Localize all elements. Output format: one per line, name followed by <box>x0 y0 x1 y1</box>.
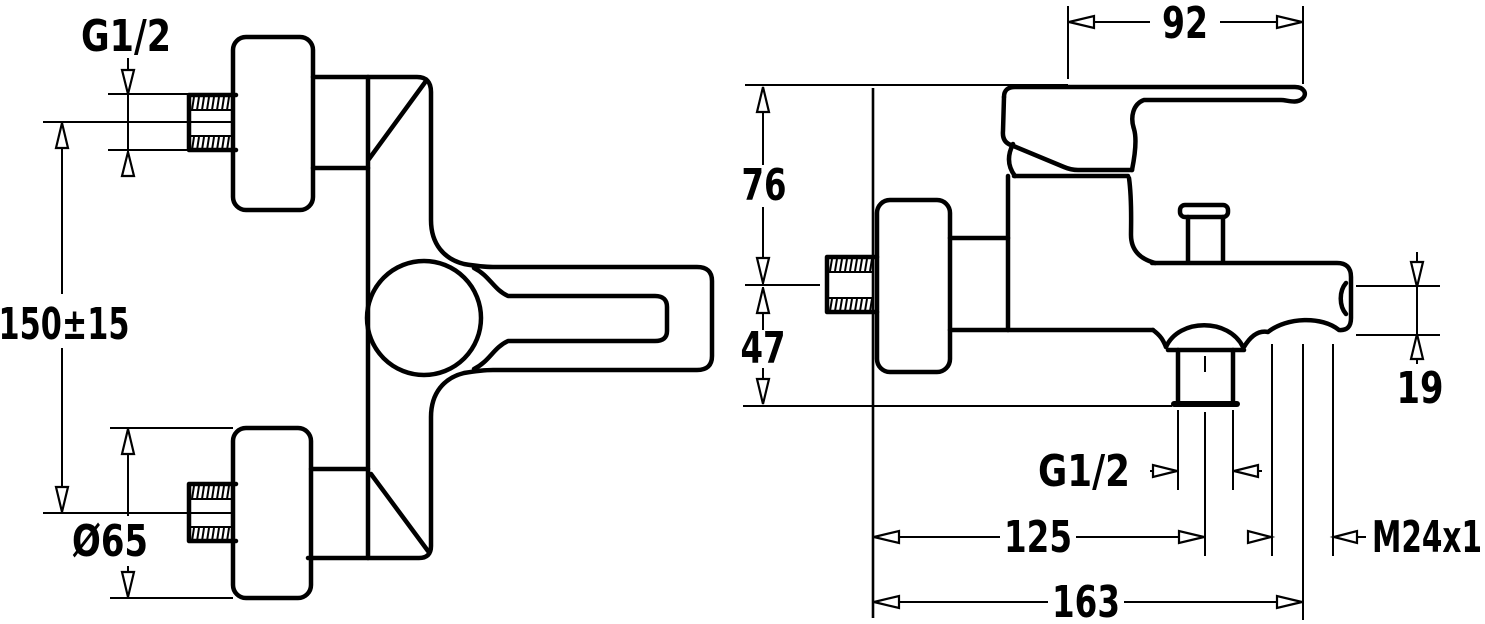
dim-upper-height: 76 <box>742 86 787 284</box>
side-nipple-outline <box>824 254 880 315</box>
extension-line <box>1067 6 1304 84</box>
cartridge-dome-edge <box>1006 141 1018 179</box>
dim-label-handle-depth: 92 <box>1162 0 1208 49</box>
lever-grip <box>1000 94 1135 173</box>
dimension-tick <box>43 121 233 514</box>
side-nipple-thread-hatch-bottom <box>829 298 873 312</box>
extension-line <box>1177 410 1234 490</box>
arrowhead <box>54 122 70 150</box>
arrowhead <box>1246 529 1276 545</box>
arrowhead <box>1151 463 1178 479</box>
arrowhead <box>1068 14 1096 30</box>
dim-label-lower-height: 47 <box>741 323 786 374</box>
dim-aerator-thread: M24x1 <box>1246 344 1482 563</box>
arrowhead <box>755 377 771 405</box>
arrowhead <box>1233 463 1260 479</box>
lower-escutcheon <box>230 425 314 601</box>
side-view: 92 76 47 19 <box>741 0 1483 624</box>
arrowhead <box>1329 529 1359 545</box>
dim-lower-height: 47 <box>741 287 786 405</box>
dim-label-inlet-spacing: 150±15 <box>0 299 130 350</box>
arrowhead <box>1275 594 1303 610</box>
upper-nipple-thread-hatch-top <box>191 96 235 111</box>
side-body-right-to-spout <box>1126 175 1158 266</box>
port-left-flare <box>1150 327 1169 350</box>
cartridge-circle <box>364 258 484 378</box>
arrowhead <box>755 86 771 114</box>
dim-label-outlet-offset: 125 <box>1004 512 1072 563</box>
arrowhead <box>1275 14 1303 30</box>
spout-outline <box>1149 260 1354 350</box>
dim-escutcheon-diameter: Ø65 <box>72 427 233 599</box>
arrowhead <box>1409 333 1425 361</box>
dim-label-inlet-thread: G1/2 <box>81 11 171 62</box>
diverter-knob-stem <box>1185 214 1226 264</box>
dimension-tick <box>108 93 188 151</box>
body-handle-outline-upper <box>305 74 715 561</box>
arrowhead <box>54 485 70 513</box>
dim-outlet-offset: 125 <box>873 512 1205 563</box>
spout-tip-crescent <box>1338 280 1349 317</box>
arrowhead <box>1409 260 1425 288</box>
dim-label-outlet-thread: G1/2 <box>1038 446 1130 497</box>
diverter-knob-cap <box>1177 202 1231 220</box>
lower-nipple-thread-hatch-bottom <box>191 527 235 542</box>
arrowhead <box>120 68 136 95</box>
dim-inlet-spacing: 150±15 <box>0 121 233 514</box>
dim-spout-reach: 163 <box>873 344 1304 624</box>
side-nipple-thread-root <box>828 271 873 299</box>
side-escutcheon <box>874 197 953 375</box>
arrowhead <box>120 570 136 598</box>
arrowhead <box>755 256 771 284</box>
upper-escutcheon <box>230 34 316 213</box>
upper-nipple-thread-hatch-bottom <box>191 136 235 151</box>
dimension-tick <box>1356 285 1440 336</box>
front-view: G1/2 150±15 Ø65 <box>0 11 715 601</box>
body-bottom-chamfer <box>368 471 431 554</box>
arrowhead <box>873 529 901 545</box>
arrowhead <box>120 428 136 456</box>
arrowhead <box>755 287 771 315</box>
lever-blade <box>1001 84 1308 173</box>
dim-label-spout-reach: 163 <box>1052 577 1120 624</box>
handle-slot <box>471 265 670 372</box>
arrowhead <box>1177 529 1205 545</box>
lower-nipple-thread-hatch-top <box>191 485 235 500</box>
port-sides <box>1175 347 1236 405</box>
port-dome <box>1163 323 1246 350</box>
dim-label-spout-end-height: 19 <box>1397 363 1444 414</box>
arrowhead <box>873 594 901 610</box>
side-nipple-thread-hatch-top <box>829 258 873 272</box>
dim-spout-end-height: 19 <box>1356 252 1444 414</box>
dimension-tick <box>110 427 233 599</box>
dim-handle-depth: 92 <box>1067 0 1304 84</box>
extension-line <box>1271 344 1334 556</box>
dim-label-escutcheon-diameter: Ø65 <box>72 516 148 567</box>
body-top-chamfer <box>366 78 429 162</box>
dim-inlet-thread: G1/2 <box>81 11 188 178</box>
dim-outlet-thread: G1/2 <box>1038 410 1262 497</box>
arrowhead <box>120 151 136 178</box>
dim-label-aerator-thread: M24x1 <box>1372 512 1482 563</box>
dim-label-upper-height: 76 <box>742 160 787 211</box>
